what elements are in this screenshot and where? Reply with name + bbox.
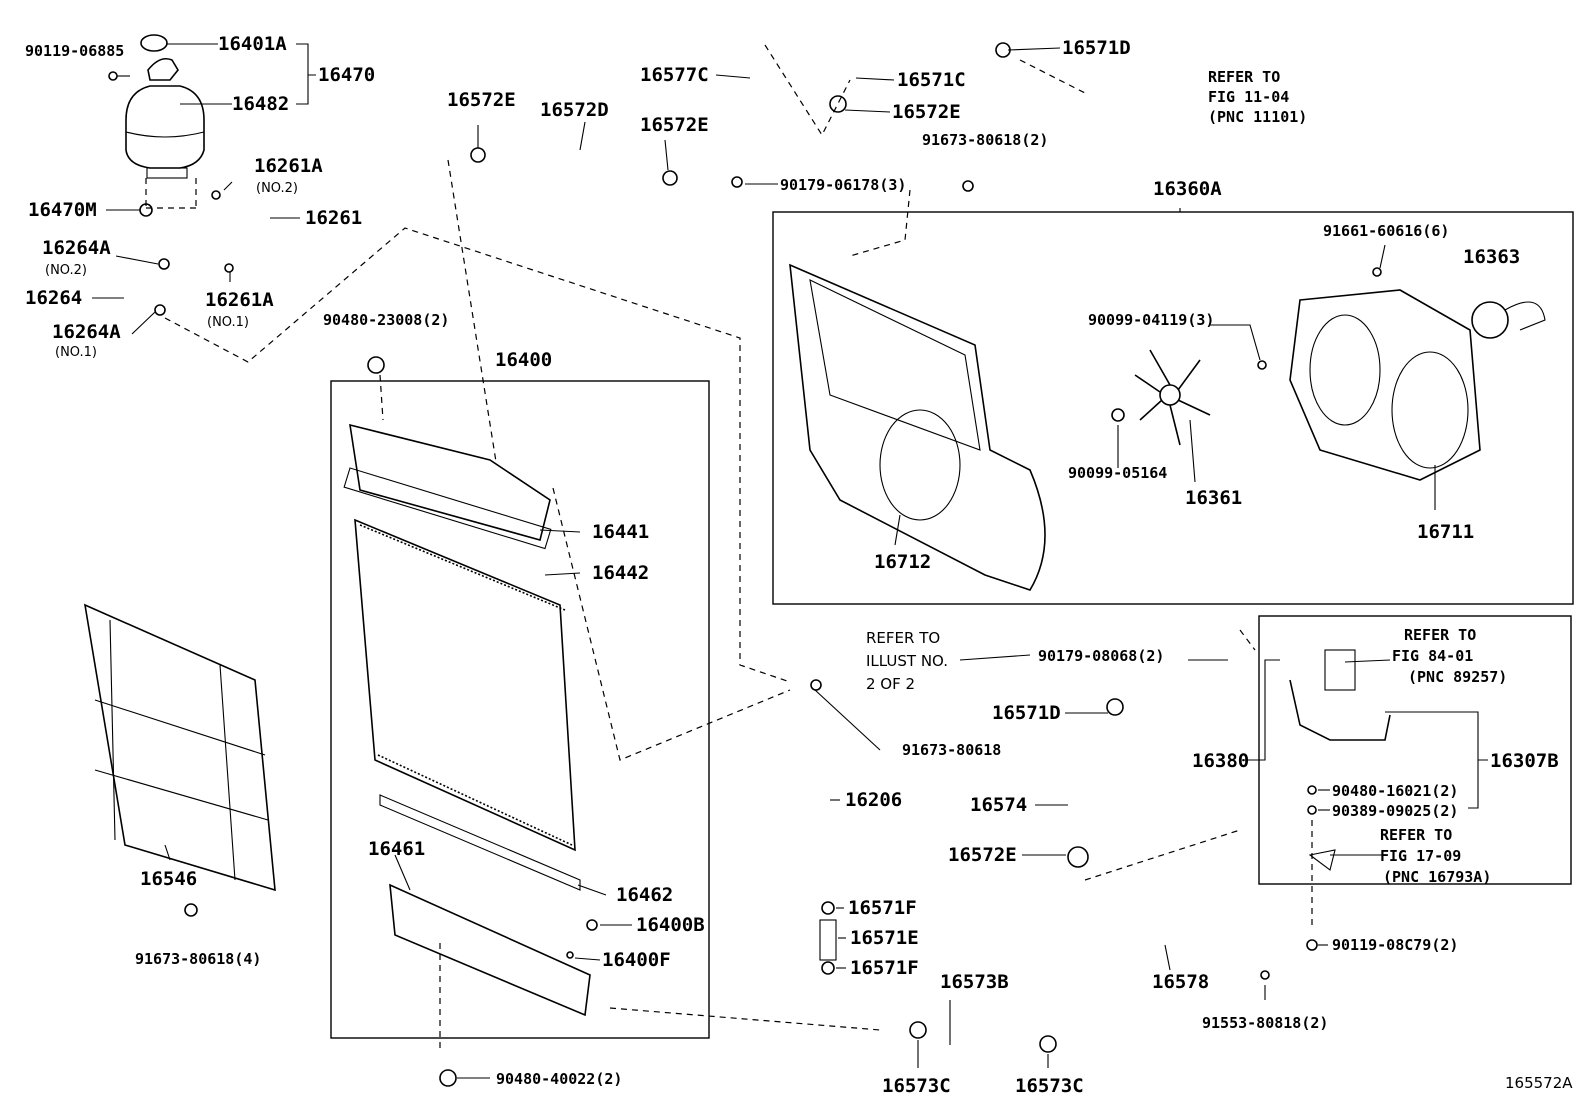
label-16571C: 16571C bbox=[897, 69, 966, 91]
reservoir-tank bbox=[108, 34, 205, 217]
refer-pnc-3: (PNC 89257) bbox=[1408, 668, 1507, 686]
radiator-screen bbox=[83, 603, 276, 917]
label-90480-23008: 90480-23008(2) bbox=[323, 311, 449, 329]
fan-shroud-group-box bbox=[772, 211, 1574, 605]
label-91553-80818: 91553-80818(2) bbox=[1202, 1014, 1328, 1032]
label-16401A: 16401A bbox=[218, 33, 287, 55]
label-16360A: 16360A bbox=[1153, 178, 1222, 200]
label-91673-80618-4: 91673-80618(4) bbox=[135, 950, 261, 968]
label-no1-b: (NO.1) bbox=[55, 345, 97, 360]
label-16261: 16261 bbox=[305, 207, 362, 229]
label-90480-40022: 90480-40022(2) bbox=[496, 1070, 622, 1088]
upper-hoses bbox=[470, 32, 1118, 193]
label-16572E-a: 16572E bbox=[447, 89, 516, 111]
bracket bbox=[1289, 649, 1391, 951]
label-16206: 16206 bbox=[845, 789, 902, 811]
leader-lines bbox=[92, 43, 1488, 1079]
refer-fig-4: FIG 17-09 bbox=[1380, 847, 1461, 865]
refer-to-2: REFER TO bbox=[866, 629, 940, 647]
label-16441: 16441 bbox=[592, 521, 649, 543]
radiator bbox=[343, 356, 598, 1087]
figure-code: 165572A bbox=[1505, 1074, 1573, 1092]
label-16571F-a: 16571F bbox=[848, 897, 917, 919]
label-90119-06885: 90119-06885 bbox=[25, 42, 124, 60]
refer-fig-3: FIG 84-01 bbox=[1392, 647, 1473, 665]
refer-to-1: REFER TO bbox=[1208, 68, 1280, 86]
label-90179-08068: 90179-08068(2) bbox=[1038, 647, 1164, 665]
label-16380: 16380 bbox=[1192, 750, 1249, 772]
label-90480-16021: 90480-16021(2) bbox=[1332, 782, 1458, 800]
label-90389-09025: 90389-09025(2) bbox=[1332, 802, 1458, 820]
label-16571D-top: 16571D bbox=[1062, 37, 1131, 59]
label-no1-a: (NO.1) bbox=[207, 315, 249, 330]
label-16571E: 16571E bbox=[850, 927, 919, 949]
bracket-group-box bbox=[1258, 615, 1572, 885]
label-16363: 16363 bbox=[1463, 246, 1520, 268]
label-16546: 16546 bbox=[140, 868, 197, 890]
refer-pnc-1: (PNC 11101) bbox=[1208, 108, 1307, 126]
label-16442: 16442 bbox=[592, 562, 649, 584]
lower-hoses bbox=[810, 645, 1270, 1068]
refer-fig-1: FIG 11-04 bbox=[1208, 88, 1289, 106]
label-16264: 16264 bbox=[25, 287, 82, 309]
label-16400: 16400 bbox=[495, 349, 552, 371]
label-16261A-no1: 16261A bbox=[205, 289, 274, 311]
label-91673-80618: 91673-80618 bbox=[902, 741, 1001, 759]
label-16264A-no1: 16264A bbox=[52, 321, 121, 343]
refer-to-3: REFER TO bbox=[1404, 626, 1476, 644]
fan-blade bbox=[1111, 349, 1211, 446]
label-16462: 16462 bbox=[616, 884, 673, 906]
label-16571D-mid: 16571D bbox=[992, 702, 1061, 724]
refer-illust-2: ILLUST NO. bbox=[866, 652, 948, 670]
label-16400F: 16400F bbox=[602, 949, 671, 971]
reservoir-hose-route bbox=[164, 227, 791, 683]
fan-unit bbox=[1257, 267, 1546, 481]
label-16307B: 16307B bbox=[1490, 750, 1559, 772]
label-16572E-c: 16572E bbox=[892, 101, 961, 123]
label-no2-a: (NO.2) bbox=[256, 181, 298, 196]
label-16573B: 16573B bbox=[940, 971, 1009, 993]
label-90099-05164: 90099-05164 bbox=[1068, 464, 1167, 482]
label-no2-b: (NO.2) bbox=[45, 263, 87, 278]
refer-to-4: REFER TO bbox=[1380, 826, 1452, 844]
part-labels: 16401A 90119-06885 16470 16482 16261A (N… bbox=[25, 33, 1573, 1097]
label-90099-04119: 90099-04119(3) bbox=[1088, 311, 1214, 329]
label-16400B: 16400B bbox=[636, 914, 705, 936]
radiator-group-box bbox=[330, 380, 710, 1039]
label-16261A-no2: 16261A bbox=[254, 155, 323, 177]
label-16264A-no2: 16264A bbox=[42, 237, 111, 259]
fan-shroud bbox=[789, 263, 1046, 591]
label-16577C: 16577C bbox=[640, 64, 709, 86]
label-90179-06178: 90179-06178(3) bbox=[780, 176, 906, 194]
label-16470M: 16470M bbox=[28, 199, 97, 221]
label-91673-80618-2: 91673-80618(2) bbox=[922, 131, 1048, 149]
label-16571F-b: 16571F bbox=[850, 957, 919, 979]
label-16712: 16712 bbox=[874, 551, 931, 573]
label-16573C-b: 16573C bbox=[1015, 1075, 1084, 1097]
label-16711: 16711 bbox=[1417, 521, 1474, 543]
label-16482: 16482 bbox=[232, 93, 289, 115]
refer-pnc-4: (PNC 16793A) bbox=[1383, 868, 1491, 886]
label-16578: 16578 bbox=[1152, 971, 1209, 993]
label-90119-08C79: 90119-08C79(2) bbox=[1332, 936, 1458, 954]
label-16361: 16361 bbox=[1185, 487, 1242, 509]
refer-page-2: 2 OF 2 bbox=[866, 675, 915, 693]
reservoir-hoses bbox=[118, 190, 310, 316]
label-16572D: 16572D bbox=[540, 99, 609, 121]
label-16470: 16470 bbox=[318, 64, 375, 86]
label-16572E-b: 16572E bbox=[640, 114, 709, 136]
label-16572E-d: 16572E bbox=[948, 844, 1017, 866]
label-16461: 16461 bbox=[368, 838, 425, 860]
label-16574: 16574 bbox=[970, 794, 1027, 816]
label-16573C-a: 16573C bbox=[882, 1075, 951, 1097]
label-91661-60616: 91661-60616(6) bbox=[1323, 222, 1449, 240]
